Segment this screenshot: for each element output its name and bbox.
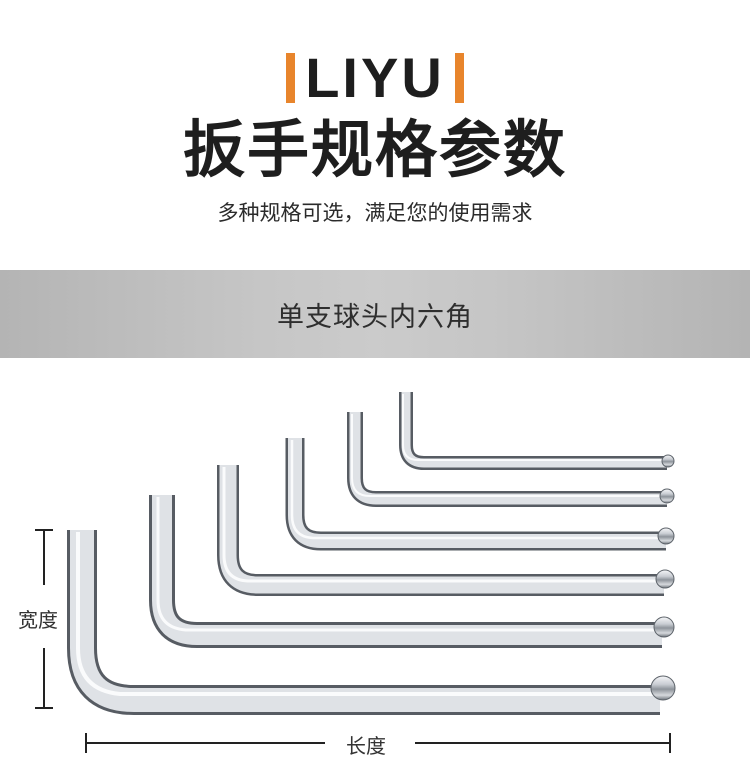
brand-bar-right <box>454 53 464 103</box>
hex-key-6 <box>399 392 675 470</box>
width-label: 宽度 <box>18 608 58 632</box>
hex-key-2 <box>149 495 675 648</box>
width-dimension-marker <box>35 529 53 709</box>
length-dimension-marker <box>85 733 671 753</box>
brand-logo: LIYU <box>0 48 750 108</box>
page-subtitle: 多种规格可选，满足您的使用需求 <box>217 201 533 225</box>
hex-key-3 <box>217 465 675 596</box>
product-type-label: 单支球头内六角 <box>277 301 473 333</box>
brand-name: LIYU <box>305 46 445 109</box>
page-title: 扳手规格参数 <box>182 113 567 186</box>
hex-key-illustration <box>35 392 676 753</box>
length-label: 长度 <box>346 734 386 758</box>
brand-bar-left <box>286 53 296 103</box>
product-type-banner: 单支球头内六角 <box>0 270 750 358</box>
hex-key-1 <box>67 530 676 715</box>
hex-key-4 <box>285 438 675 551</box>
hex-key-5 <box>347 412 675 507</box>
